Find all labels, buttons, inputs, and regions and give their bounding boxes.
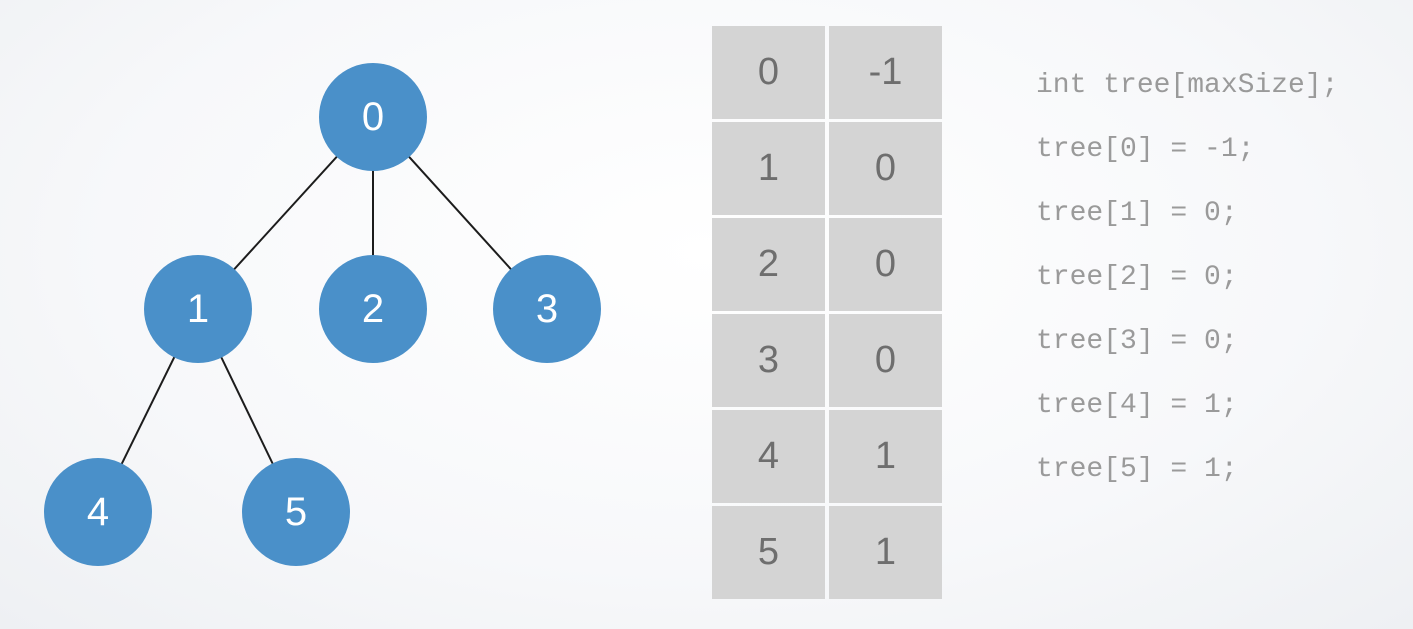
array-row: 2 0: [712, 218, 942, 311]
tree-node-label: 1: [187, 287, 209, 331]
tree-node-label: 2: [362, 287, 384, 331]
array-index-cell: 4: [712, 410, 825, 503]
array-index-cell: 0: [712, 26, 825, 119]
tree-node-circle: [44, 458, 152, 566]
tree-node: 3: [493, 255, 601, 363]
code-line: int tree[maxSize];: [1036, 70, 1339, 101]
code-block: int tree[maxSize]; tree[0] = -1; tree[1]…: [1036, 54, 1406, 502]
array-value-cell: 1: [829, 410, 942, 503]
array-index-cell: 2: [712, 218, 825, 311]
tree-node: 2: [319, 255, 427, 363]
tree-node-label: 0: [362, 95, 384, 139]
code-line: tree[5] = 1;: [1036, 454, 1238, 485]
tree-node: 1: [144, 255, 252, 363]
tree-node: 4: [44, 458, 152, 566]
array-row: 1 0: [712, 122, 942, 215]
tree-node-circle: [493, 255, 601, 363]
array-index-cell: 1: [712, 122, 825, 215]
tree-node-label: 5: [285, 490, 307, 534]
array-value-cell: 0: [829, 122, 942, 215]
array-row: 0 -1: [712, 26, 942, 119]
tree-node-circle: [144, 255, 252, 363]
array-row: 3 0: [712, 314, 942, 407]
tree-node: 5: [242, 458, 350, 566]
tree-diagram: 0 1 2 3 4 5: [44, 63, 601, 566]
tree-node-label: 4: [87, 490, 109, 534]
array-index-cell: 3: [712, 314, 825, 407]
code-line: tree[2] = 0;: [1036, 262, 1238, 293]
array-row: 4 1: [712, 410, 942, 503]
array-value-cell: 0: [829, 314, 942, 407]
tree-node-circle: [242, 458, 350, 566]
tree-node-circle: [319, 63, 427, 171]
array-value-cell: 1: [829, 506, 942, 599]
code-line: tree[4] = 1;: [1036, 390, 1238, 421]
tree-nodes: 0 1 2 3 4 5: [44, 63, 601, 566]
tree-node-circle: [319, 255, 427, 363]
array-row: 5 1: [712, 506, 942, 599]
array-value-cell: 0: [829, 218, 942, 311]
array-value-cell: -1: [829, 26, 942, 119]
code-line: tree[3] = 0;: [1036, 326, 1238, 357]
code-line: tree[0] = -1;: [1036, 134, 1255, 165]
array-index-cell: 5: [712, 506, 825, 599]
tree-node: 0: [319, 63, 427, 171]
parent-array-table: 0 -1 1 0 2 0 3 0 4 1 5 1: [712, 26, 942, 600]
code-line: tree[1] = 0;: [1036, 198, 1238, 229]
tree-node-label: 3: [536, 287, 558, 331]
